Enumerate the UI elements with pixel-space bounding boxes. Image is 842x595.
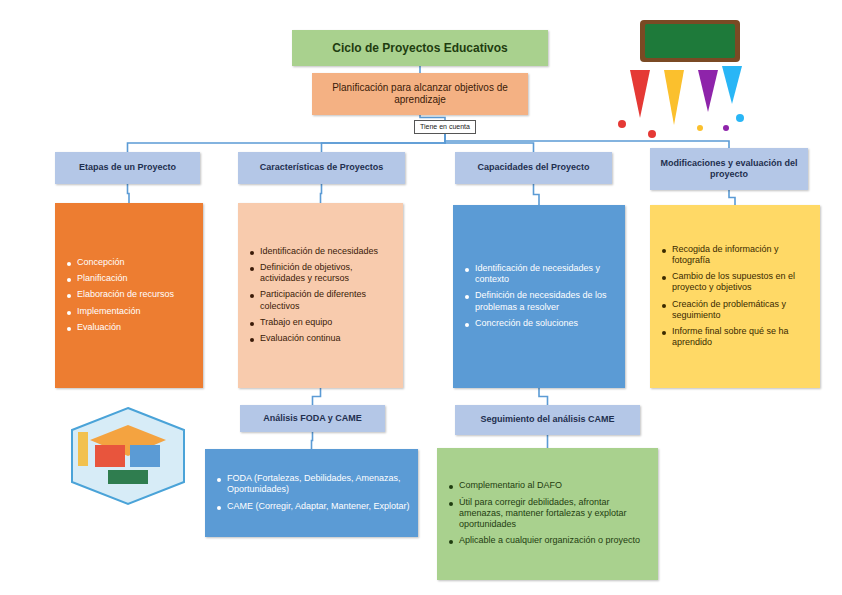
link-label-box: Tiene en cuenta xyxy=(414,120,476,134)
list-item: Definición de necesidades de los problem… xyxy=(463,290,617,313)
connector-line xyxy=(128,134,446,152)
connector-line xyxy=(322,134,446,152)
list-item: Aplicable a cualquier organización o pro… xyxy=(447,535,650,546)
list-item: Elaboración de recursos xyxy=(65,289,195,300)
connector-line xyxy=(445,134,534,152)
list-box: ConcepciónPlanificaciónElaboración de re… xyxy=(55,203,203,388)
box-text: Tiene en cuenta xyxy=(418,123,472,132)
list-item: Identificación de necesidades xyxy=(248,246,395,257)
list-item: Concreción de soluciones xyxy=(463,318,617,329)
list-item: Implementación xyxy=(65,306,195,317)
connector-line xyxy=(128,184,130,203)
list-box: Complementario al DAFO Útil para corregir… xyxy=(437,448,658,580)
connector-line xyxy=(419,66,421,73)
list-item: Informe final sobre qué se ha aprendido xyxy=(660,326,812,349)
connector-line xyxy=(312,432,313,449)
connector-line xyxy=(313,388,321,405)
list-item: Participación de diferentes colectivos xyxy=(248,289,395,312)
connector-line xyxy=(729,190,735,205)
box-text: Características de Proyectos xyxy=(244,162,399,173)
box-text: Planificación para alcanzar objetivos de… xyxy=(318,82,522,107)
list-item: Evaluación continua xyxy=(248,333,395,344)
connector-line xyxy=(539,388,548,405)
list-item: Complementario al DAFO xyxy=(447,480,650,491)
header-box: Capacidades del Proyecto xyxy=(455,152,612,184)
list-item: FODA (Fortalezas, Debilidades, Amenazas,… xyxy=(215,473,410,496)
list-item: Evaluación xyxy=(65,322,195,333)
header-box: Características de Proyectos xyxy=(238,152,405,184)
box-text: Ciclo de Proyectos Educativos xyxy=(298,41,542,56)
list-item: Planificación xyxy=(65,273,195,284)
list-item: Útil para corregir debilidades, afrontar… xyxy=(447,497,650,531)
list-item: Creación de problemáticas y seguimiento xyxy=(660,299,812,322)
box-text: Seguimiento del análisis CAME xyxy=(461,414,634,425)
list-item: Recogida de información y fotografía xyxy=(660,244,812,267)
chalkboard-illustration xyxy=(618,20,744,138)
connector-line xyxy=(445,134,729,148)
header-box: Modificaciones y evaluación del proyecto xyxy=(650,148,808,190)
list-item: CAME (Corregir, Adaptar, Mantener, Explo… xyxy=(215,501,410,512)
list-item: Trabajo en equipo xyxy=(248,317,395,328)
list-box: Identificación de necesidadesDefinición … xyxy=(238,203,403,388)
connector-line xyxy=(534,184,540,205)
box-text: Capacidades del Proyecto xyxy=(461,162,606,173)
list-box: Identificación de necesidades y contexto… xyxy=(453,205,625,388)
list-box: FODA (Fortalezas, Debilidades, Amenazas,… xyxy=(205,449,418,537)
header-box: Seguimiento del análisis CAME xyxy=(455,405,640,435)
header-box: Etapas de un Proyecto xyxy=(55,152,200,184)
box-text: Etapas de un Proyecto xyxy=(61,162,194,173)
connector-line xyxy=(547,435,549,448)
connector-line xyxy=(321,184,322,203)
box-text: Análisis FODA y CAME xyxy=(246,413,379,424)
list-item: Identificación de necesidades y contexto xyxy=(463,263,617,286)
list-box: Recogida de información y fotografíaCamb… xyxy=(650,205,820,388)
subtitle-box: Planificación para alcanzar objetivos de… xyxy=(312,73,528,115)
classroom-illustration xyxy=(72,408,184,504)
list-item: Cambio de los supuestos en el proyecto y… xyxy=(660,271,812,294)
title-box: Ciclo de Proyectos Educativos xyxy=(292,30,548,66)
box-text: Modificaciones y evaluación del proyecto xyxy=(656,158,802,181)
list-item: Concepción xyxy=(65,257,195,268)
list-item: Definición de objetivos, actividades y r… xyxy=(248,262,395,285)
header-box: Análisis FODA y CAME xyxy=(240,405,385,432)
